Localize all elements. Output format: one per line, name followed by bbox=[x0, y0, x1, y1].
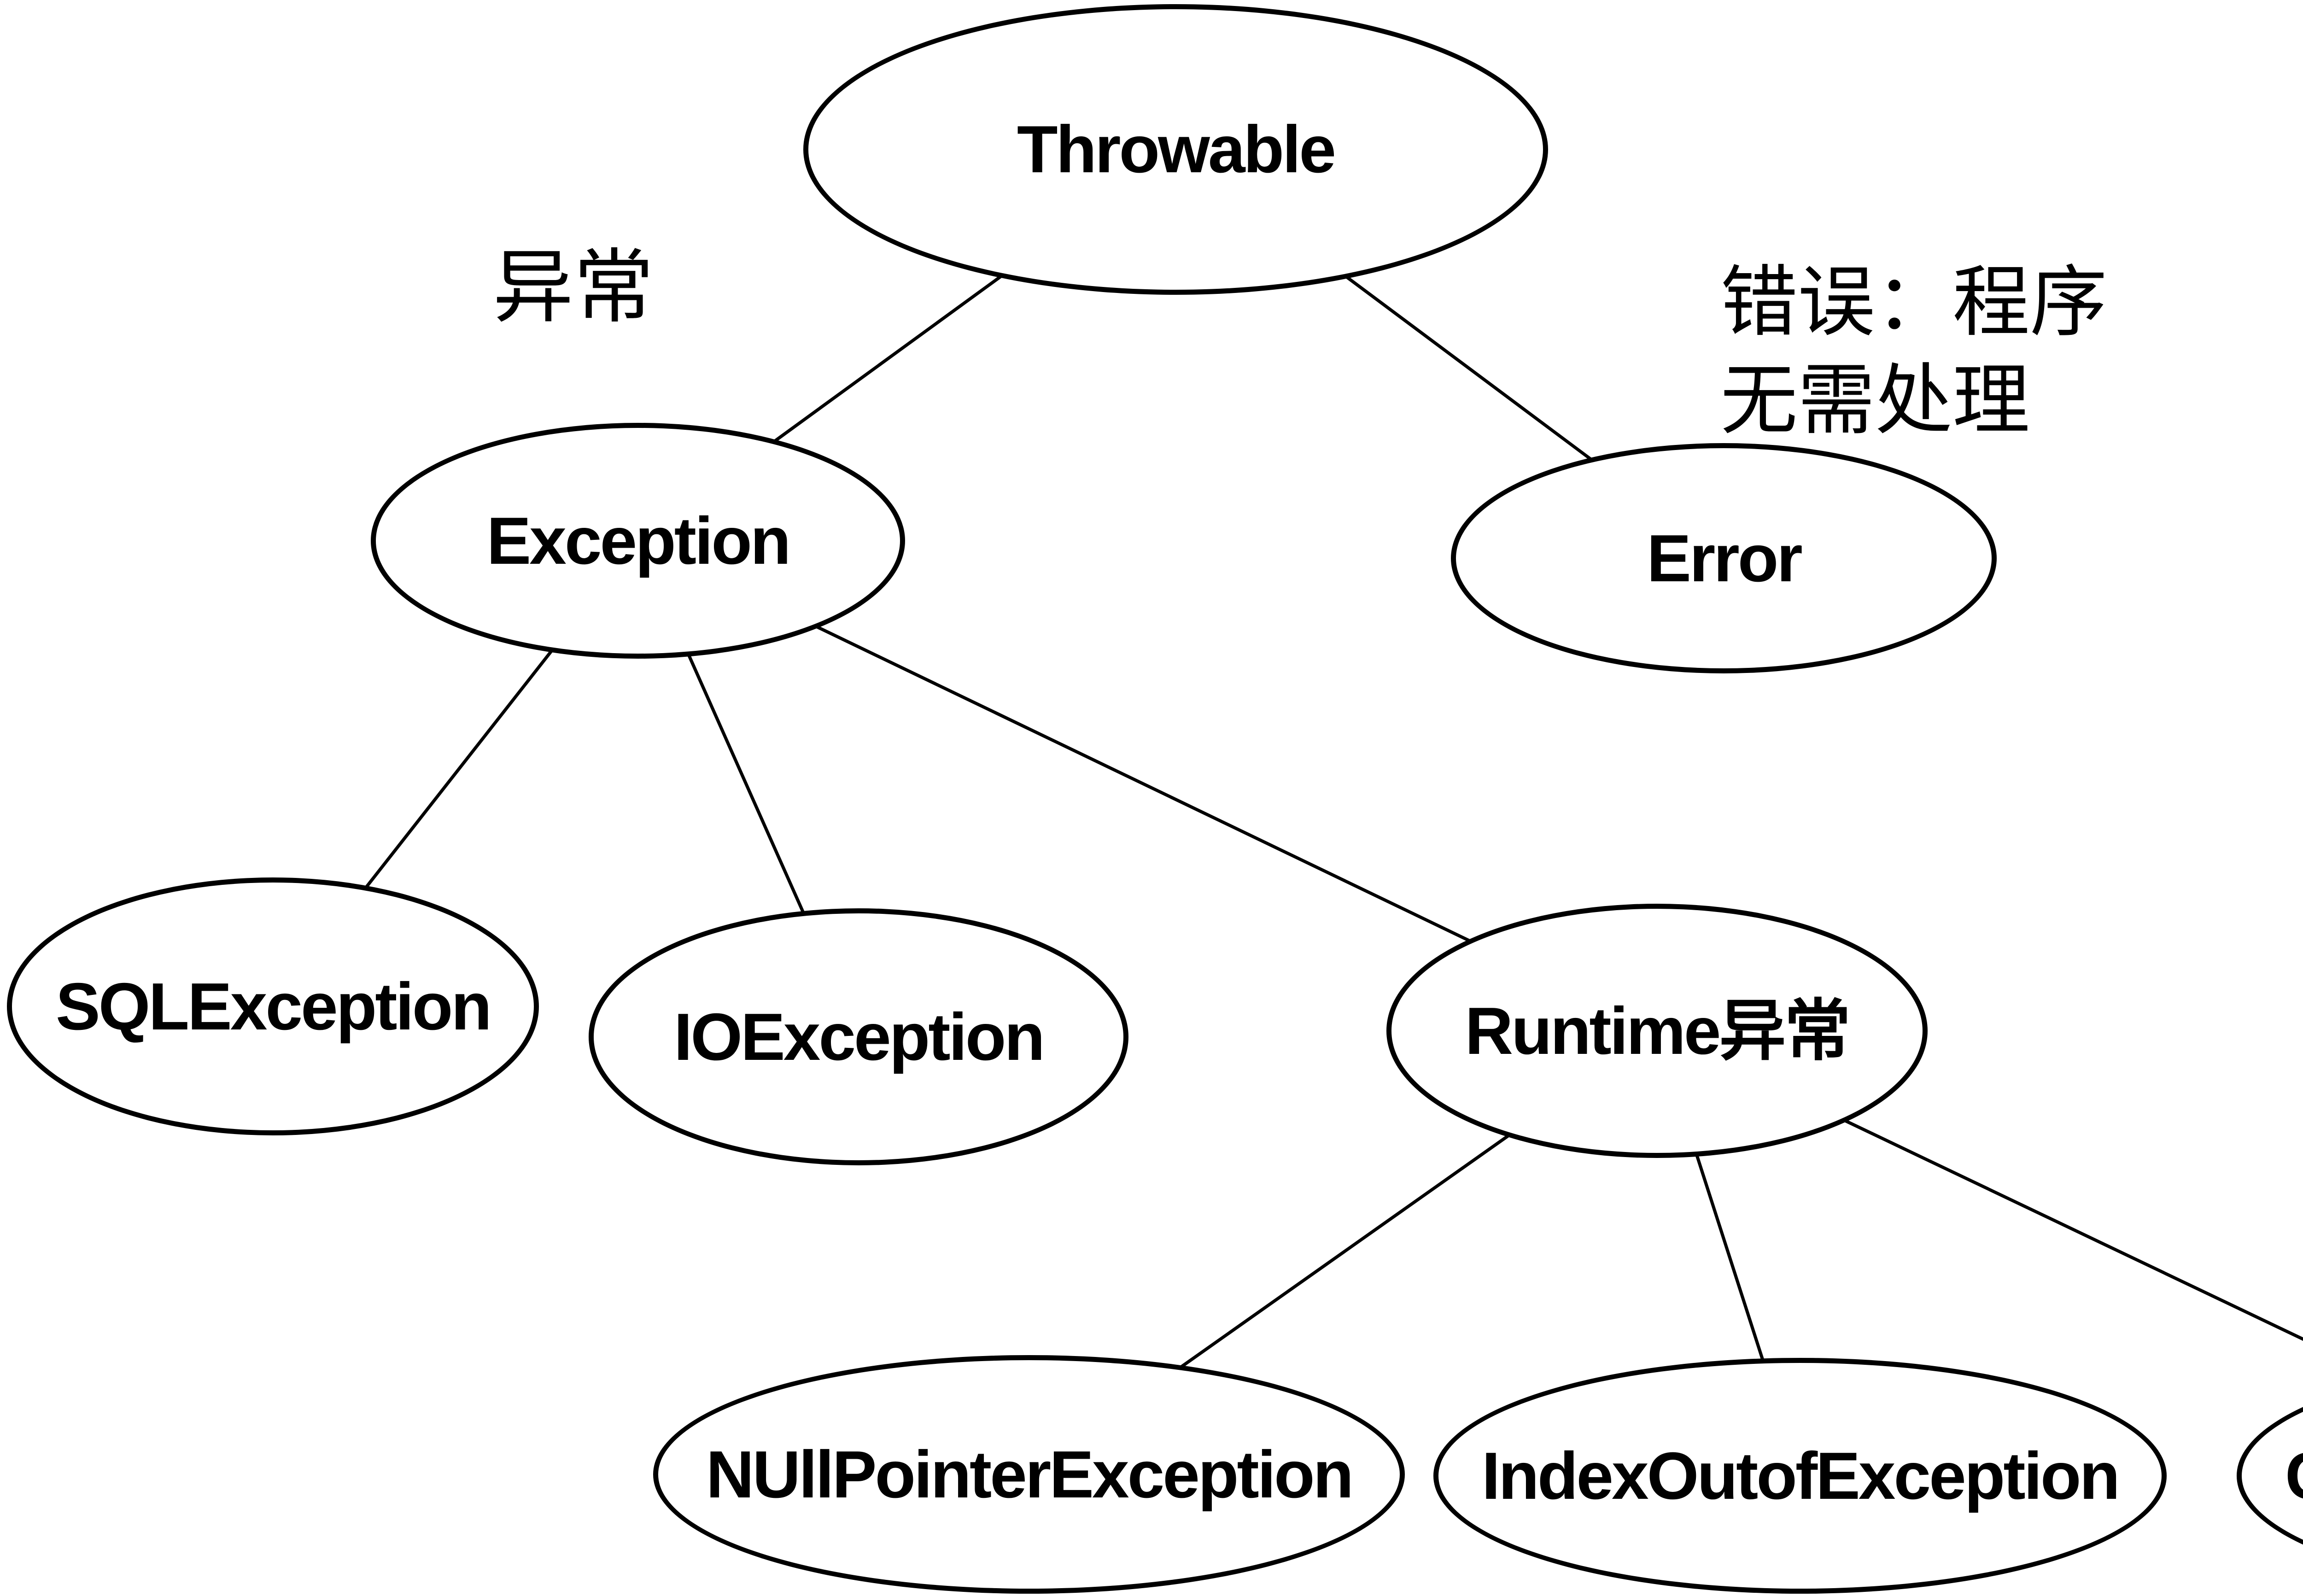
node-throwable-label: Throwable bbox=[1017, 112, 1336, 187]
annotation-error-note-line1: 错误：程序 bbox=[1720, 260, 2107, 346]
node-class-cast-exception-label: ClassCastException bbox=[2285, 1442, 2303, 1509]
node-null-pointer-exception: NUllPointerException bbox=[653, 1355, 1405, 1594]
annotation-exception-note-text: 异常 bbox=[493, 243, 654, 333]
annotation-error-note: 错误：程序 无需处理 bbox=[1720, 254, 2107, 451]
node-runtime-exception: Runtime异常 bbox=[1386, 904, 1928, 1158]
node-index-outof-exception-label: IndexOutofException bbox=[1481, 1438, 2120, 1513]
node-exception: Exception bbox=[371, 423, 905, 659]
annotation-exception-note: 异常 bbox=[493, 248, 654, 328]
node-exception-label: Exception bbox=[486, 503, 791, 578]
annotation-error-note-line2: 无需处理 bbox=[1720, 358, 2030, 444]
node-runtime-exception-label: Runtime异常 bbox=[1465, 993, 1851, 1068]
node-error: Error bbox=[1451, 443, 1997, 673]
node-index-outof-exception: IndexOutofException bbox=[1433, 1358, 2167, 1594]
node-io-exception: IOException bbox=[589, 908, 1128, 1165]
node-error-label: Error bbox=[1647, 520, 1803, 596]
node-null-pointer-exception-label: NUllPointerException bbox=[706, 1437, 1354, 1512]
node-sql-exception: SQLException bbox=[7, 877, 539, 1135]
node-throwable: Throwable bbox=[803, 4, 1548, 295]
node-sql-exception-label: SQLException bbox=[56, 969, 492, 1044]
node-io-exception-label: IOException bbox=[674, 999, 1045, 1074]
